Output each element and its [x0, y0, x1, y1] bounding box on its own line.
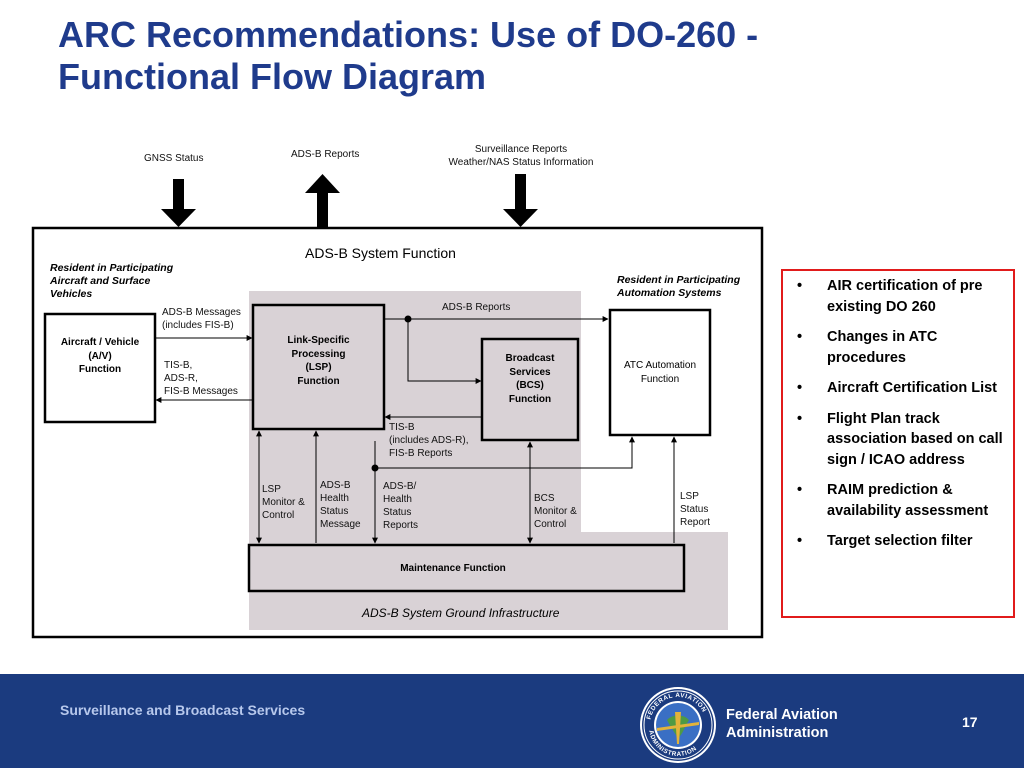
page-number: 17: [962, 714, 978, 730]
adsb-messages-label: ADS-B Messages (includes FIS-B): [162, 307, 241, 331]
flow-branch-to-bcs: [407, 319, 482, 384]
list-item: •Changes in ATC procedures: [797, 329, 938, 366]
title-line-2: Functional Flow Diagram: [58, 56, 487, 97]
bcs-monitor-label: BCS Monitor & Control: [534, 493, 577, 530]
maintenance-function-text: Maintenance Function: [400, 563, 506, 574]
recommendations-list: •AIR certification of pre existing DO 26…: [781, 269, 1015, 618]
gnss-status-label: GNSS Status: [144, 153, 204, 164]
list-item: •AIR certification of pre existing DO 26…: [797, 278, 983, 315]
title-line-1: ARC Recommendations: Use of DO-260 -: [58, 14, 759, 55]
aircraft-vehicle-box: [43, 312, 157, 424]
atc-automation-box: [608, 308, 712, 437]
aircraft-vehicle-function-text: Aircraft / Vehicle (A/V) Function: [60, 337, 140, 375]
list-item: •Aircraft Certification List: [797, 380, 997, 396]
bcs-box: [480, 337, 580, 442]
system-function-title: ADS-B System Function: [305, 245, 456, 261]
gnss-status-arrow: [161, 179, 196, 227]
list-item: •Target selection filter: [797, 533, 973, 549]
bcs-function-text: Broadcast Services (BCS) Function: [505, 353, 555, 405]
agency-name: Federal Aviation Administration: [726, 707, 838, 741]
resident-aircraft-label: Resident in Participating Aircraft and S…: [50, 262, 174, 300]
footer-bar: [0, 674, 1024, 768]
list-item: •RAIM prediction & availability assessme…: [797, 482, 989, 519]
junction-dot-lower: [371, 464, 379, 472]
adsb-health-label: ADS-B Health Status Message: [320, 480, 361, 530]
lsp-status-label: LSP Status Report: [680, 491, 711, 528]
resident-automation-label: Resident in Participating Automation Sys…: [617, 274, 741, 299]
adsb-reports-flow-label: ADS-B Reports: [442, 302, 511, 313]
atc-automation-function-text: ATC Automation Function: [623, 360, 697, 385]
slide-title: ARC Recommendations: Use of DO-260 - Fun…: [58, 14, 958, 98]
surveillance-label: Surveillance Reports Weather/NAS Status …: [448, 144, 594, 168]
lsp-box: [251, 303, 386, 431]
adsb-reports-up-arrow: [305, 174, 340, 227]
maintenance-box: [247, 543, 686, 593]
footer-org-label: Surveillance and Broadcast Services: [60, 702, 306, 718]
adsb-reports-top-label: ADS-B Reports: [291, 149, 360, 160]
adsb-health-reports-label: ADS-B/ Health Status Reports: [383, 481, 419, 531]
flow-tisb-to-atc: [375, 436, 635, 469]
lsp-function-text: Link-Specific Processing (LSP) Function: [287, 335, 350, 387]
ground-infrastructure-label: ADS-B System Ground Infrastructure: [362, 606, 560, 620]
junction-dot-top: [404, 315, 412, 323]
tisb-reports-label: TIS-B (includes ADS-R), FIS-B Reports: [389, 422, 469, 459]
tis-messages-label: TIS-B, ADS-R, FIS-B Messages: [164, 360, 238, 397]
functional-flow-diagram: [31, 174, 764, 639]
lsp-monitor-label: LSP Monitor & Control: [262, 484, 305, 521]
surveillance-reports-arrow: [503, 174, 538, 227]
faa-seal-icon: FEDERAL AVIATION ADMINISTRATION: [640, 687, 716, 763]
list-item: •Flight Plan track association based on …: [797, 410, 1003, 468]
